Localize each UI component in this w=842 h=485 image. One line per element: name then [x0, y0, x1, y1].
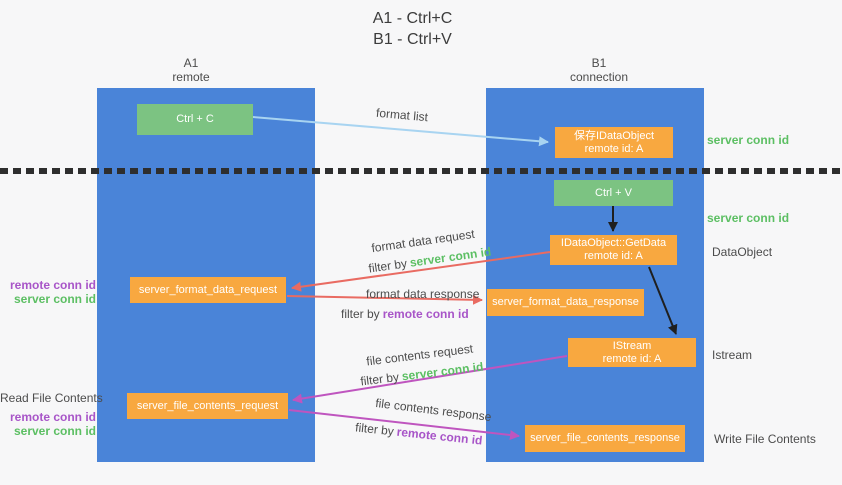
filter-by-text: filter by [341, 307, 380, 321]
remote-conn-id-text: remote conn id [382, 307, 469, 321]
node-server-file-contents-request: server_file_contents_request [127, 393, 288, 419]
node-server-format-data-request: server_format_data_request [130, 277, 286, 303]
node-ctrl-c: Ctrl + C [137, 104, 253, 135]
left-conn-id-group-2: remote conn id server conn id [0, 410, 96, 438]
server-format-data-response-label: server_format_data_response [492, 296, 639, 308]
remote-conn-id-label-1: remote conn id [9, 278, 96, 292]
getdata-line2: remote id: A [584, 250, 643, 262]
diagram-title: A1 - Ctrl+C B1 - Ctrl+V [300, 8, 525, 50]
file-contents-response-arrow [288, 409, 520, 440]
column-header-b1: B1 connection [539, 56, 659, 84]
column-header-a1: A1 remote [131, 56, 251, 84]
server-file-contents-response-label: server_file_contents_response [530, 432, 680, 444]
column-a1-name: A1 [183, 56, 199, 70]
getdata-to-istream-arrow [648, 266, 678, 335]
session-divider-dashed-line [0, 168, 842, 174]
server-conn-id-label-mid: server conn id [707, 211, 790, 225]
server-conn-id-label-top: server conn id [707, 133, 790, 147]
node-istream: IStream remote id: A [568, 338, 696, 367]
node-save-idataobject: 保存IDataObject remote id: A [555, 127, 673, 158]
left-conn-id-group-1: remote conn id server conn id [0, 278, 96, 306]
format-data-request-arrow [291, 251, 551, 292]
node-ctrl-v: Ctrl + V [554, 180, 673, 206]
ctrl-c-label: Ctrl + C [176, 113, 214, 125]
title-line2: B1 - Ctrl+V [373, 31, 452, 48]
istream-side-label: Istream [712, 348, 753, 362]
istream-line1: IStream [612, 339, 652, 352]
dataobject-label: DataObject [712, 245, 773, 259]
column-b1-subtitle: connection [569, 70, 629, 84]
node-server-file-contents-response: server_file_contents_response [525, 425, 685, 452]
column-a1-subtitle: remote [172, 70, 210, 84]
write-file-contents-label: Write File Contents [714, 432, 816, 446]
column-b1-name: B1 [591, 56, 607, 70]
ctrl-v-label: Ctrl + V [595, 186, 632, 199]
format-data-response-arrow [286, 294, 483, 305]
edge-label-format-data-response: format data response [366, 287, 480, 301]
server-format-data-request-label: server_format_data_request [138, 283, 278, 296]
save-idataobject-line2: remote id: A [584, 142, 644, 155]
server-conn-id-label-2: server conn id [13, 424, 96, 438]
remote-conn-id-label-2: remote conn id [9, 410, 96, 424]
title-line1: A1 - Ctrl+C [372, 10, 453, 27]
server-conn-id-label-1: server conn id [13, 292, 96, 306]
file-contents-request-arrow [292, 355, 568, 404]
read-file-contents-label: Read File Contents [0, 391, 103, 405]
istream-line2: remote id: A [602, 352, 662, 365]
node-idataobject-getdata: IDataObject::GetData remote id: A [550, 235, 677, 265]
getdata-line1: IDataObject::GetData [560, 237, 667, 249]
server-file-contents-request-label: server_file_contents_request [136, 399, 279, 412]
format-list-arrow [252, 116, 549, 147]
save-idataobject-line1: 保存IDataObject [573, 129, 655, 142]
node-server-format-data-response: server_format_data_response [487, 289, 644, 316]
